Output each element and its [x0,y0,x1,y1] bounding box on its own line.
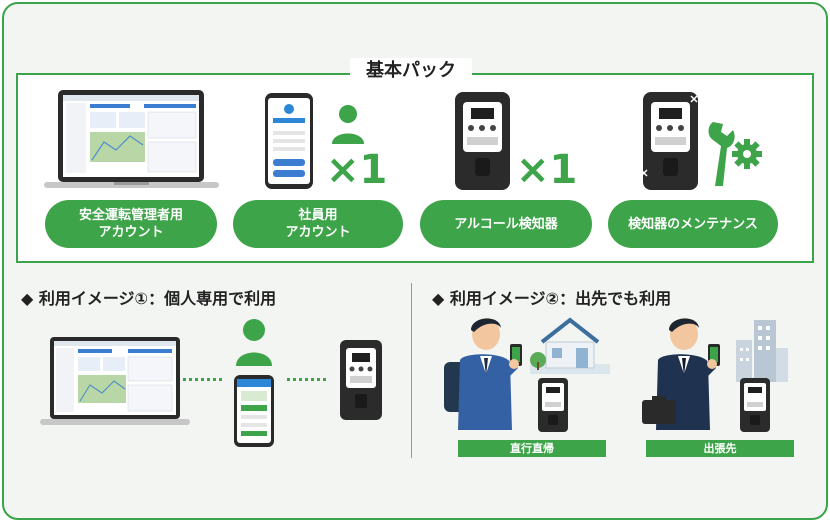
pill-admin-account: 安全運転管理者用アカウント [45,200,217,248]
businessman-icon [642,318,720,430]
multiplier-account: ×1 [326,147,388,193]
buildings-icon [736,320,788,382]
smartphone-icon [234,375,274,447]
caption-direct-commute: 直行直帰 [458,440,606,457]
connector-dots [287,378,327,381]
alcohol-detector-icon [640,92,698,190]
alcohol-detector-icon [538,378,568,432]
pill-maintenance: 検知器のメンテナンス [608,200,778,248]
pill-alcohol-detector: アルコール検知器 [420,200,592,248]
person-icon [332,105,364,144]
laptop-icon [44,90,219,188]
house-icon [530,317,610,374]
usage1-title: ◆ 利用イメージ①：個人専用で利用 [21,289,277,308]
pill-employee-account: 社員用アカウント [233,200,403,248]
connector-dots [183,378,223,381]
alcohol-detector-icon [740,378,770,432]
businessman-icon [444,318,522,430]
person-icon [236,319,272,366]
wrench-gear-icon [708,122,762,186]
alcohol-detector-icon [340,340,382,420]
section-divider [411,283,412,458]
basic-pack-title: 基本パック [350,58,472,84]
usage2-title: ◆ 利用イメージ②：出先でも利用 [432,289,672,308]
smartphone-icon [265,93,313,189]
alcohol-detector-icon [455,92,510,190]
laptop-icon [40,337,190,425]
multiplier-detector: ×1 [516,147,578,193]
caption-business-trip: 出張先 [646,440,794,457]
